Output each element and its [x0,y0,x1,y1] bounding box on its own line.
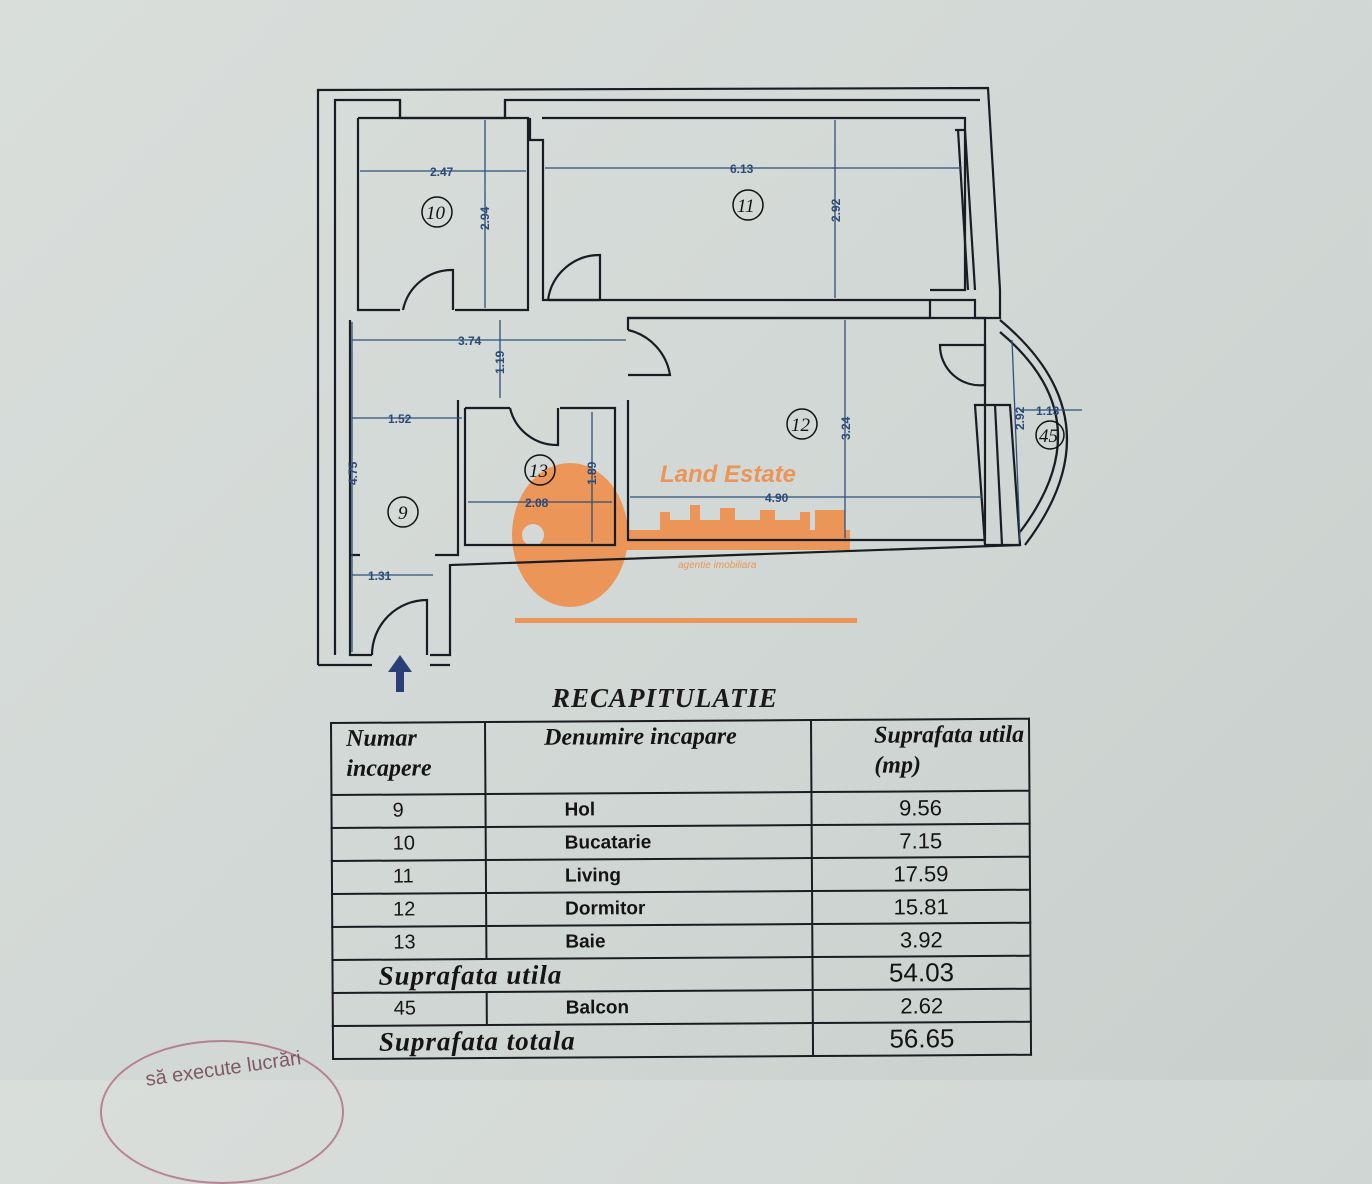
dim-label: 6.13 [730,162,754,176]
room-number-12: 12 [791,415,811,436]
dim-label: 2.08 [525,496,549,510]
walls [316,86,1068,667]
room-number: 13 [332,926,487,960]
dim-label: 2.94 [478,206,492,230]
dim-label: 4.90 [765,491,789,505]
dim-label: 2.92 [1013,406,1027,430]
room-area: 15.81 [812,889,1031,925]
room-number: 9 [331,794,486,828]
header-useful-area: Suprafata utila (mp) [810,718,1030,793]
dim-label: 1.19 [493,350,507,374]
room-number: 11 [331,860,487,894]
dim-label: 3.24 [839,416,853,440]
room-name: Baie [486,924,813,960]
dimension-labels: 2.47 2.94 6.13 2.92 3.74 1.19 1.52 4.75 … [346,162,1060,583]
room-area: 7.15 [811,823,1030,859]
room-name: Living [485,858,813,894]
dim-label: 1.31 [368,569,392,583]
floor-plan: Land Estate agentie imobiliara [316,86,1082,692]
room-number-10: 10 [426,203,446,224]
room-labels: 10 11 9 13 12 45 [387,189,1065,528]
dim-label: 1.89 [585,461,599,485]
room-number: 12 [332,893,487,927]
arrow-up-icon [388,655,412,692]
room-number-9: 9 [398,503,408,524]
dimension-lines [351,120,1082,652]
dim-label: 1.13 [1036,404,1060,418]
room-area: 9.56 [811,790,1030,826]
useful-area-value: 54.03 [812,955,1031,991]
room-area: 17.59 [811,856,1031,892]
dim-label: 2.47 [430,165,454,179]
room-name: Dormitor [486,891,813,927]
doors [370,253,987,656]
room-number: 45 [332,992,487,1026]
table-header: Numar incapere Denumire incapare Suprafa… [331,718,1030,795]
total-area-label: Suprafata totala [332,1023,814,1059]
room-name: Hol [485,792,812,828]
dim-label: 3.74 [458,334,482,348]
room-number-11: 11 [737,196,755,217]
dim-label: 2.92 [829,198,843,222]
room-name: Bucatarie [485,825,812,861]
header-room-number: Numar incapere [331,722,486,795]
room-number-13: 13 [529,461,548,482]
summary-title: RECAPITULATIE [552,683,779,713]
room-area: 2.62 [812,988,1031,1024]
total-area-value: 56.65 [812,1021,1032,1057]
room-area: 3.92 [812,922,1031,958]
land-estate-watermark: Land Estate agentie imobiliara [512,461,857,623]
watermark-subtitle: agentie imobiliara [678,560,757,571]
room-name: Balcon [486,990,813,1026]
watermark-brand: Land Estate [660,461,796,488]
room-number: 10 [331,827,486,861]
dim-label: 4.75 [346,461,360,485]
summary-table: Numar incapere Denumire incapare Suprafa… [330,718,1032,1060]
useful-area-label: Suprafata utila [332,957,813,993]
header-room-name: Denumire incapare [485,720,812,795]
room-number-45: 45 [1039,426,1058,447]
dim-label: 1.52 [388,412,412,426]
